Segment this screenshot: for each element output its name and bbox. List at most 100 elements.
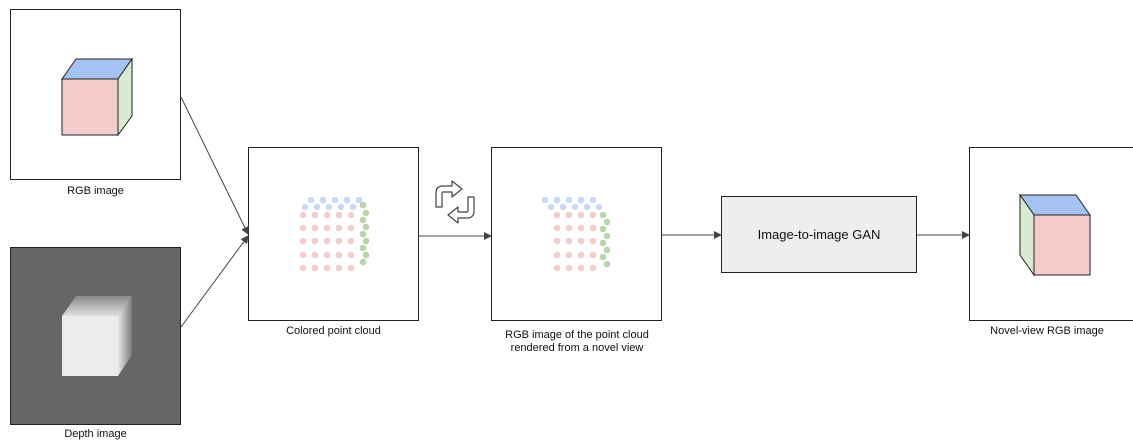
point-green xyxy=(603,218,611,226)
point-red xyxy=(299,264,307,272)
point-red xyxy=(323,251,331,259)
depth-cube-front xyxy=(62,316,118,376)
point-blue xyxy=(595,203,603,211)
point-blue xyxy=(583,203,591,211)
point-cloud xyxy=(299,196,370,272)
rendered-point-cloud xyxy=(541,196,611,272)
point-green xyxy=(599,253,607,261)
point-blue xyxy=(589,196,597,204)
point-red xyxy=(347,251,355,259)
novel-cube-front xyxy=(1033,214,1091,276)
point-blue xyxy=(553,196,561,204)
point-green xyxy=(599,225,607,233)
point-red xyxy=(553,251,561,259)
point-green xyxy=(603,260,611,268)
point-blue xyxy=(571,203,579,211)
point-green xyxy=(362,237,370,245)
point-red xyxy=(565,264,573,272)
point-green xyxy=(359,244,367,252)
rgb-cube xyxy=(61,57,133,137)
rgb-image-caption: RGB image xyxy=(67,185,124,197)
point-red xyxy=(335,251,343,259)
point-blue xyxy=(343,196,351,204)
point-blue xyxy=(577,196,585,204)
point-green xyxy=(359,201,367,209)
arrow-rgb-to-cloud xyxy=(180,96,249,235)
point-red xyxy=(589,237,597,245)
point-cloud-panel xyxy=(248,147,419,321)
point-red xyxy=(589,224,597,232)
point-blue xyxy=(547,203,555,211)
point-blue xyxy=(559,203,567,211)
point-red xyxy=(347,264,355,272)
point-blue xyxy=(565,196,573,204)
point-red xyxy=(299,251,307,259)
point-blue xyxy=(325,203,333,211)
point-red xyxy=(311,264,319,272)
arrows xyxy=(180,96,970,328)
point-red xyxy=(553,264,561,272)
novel-view-caption: Novel-view RGB image xyxy=(990,325,1104,337)
point-red xyxy=(323,224,331,232)
point-red xyxy=(299,211,307,219)
rendered-view-panel xyxy=(491,147,662,321)
point-red xyxy=(323,237,331,245)
point-red xyxy=(299,224,307,232)
point-red xyxy=(589,264,597,272)
arrow-depth-to-cloud xyxy=(180,235,249,328)
point-red xyxy=(577,237,585,245)
refresh-icon xyxy=(435,180,475,224)
point-blue xyxy=(355,196,363,204)
point-red xyxy=(565,237,573,245)
point-red xyxy=(323,211,331,219)
point-red xyxy=(565,224,573,232)
point-blue xyxy=(331,196,339,204)
point-red xyxy=(335,211,343,219)
depth-cube xyxy=(62,296,132,376)
point-red xyxy=(311,224,319,232)
rendered-view-caption: RGB image of the point cloud rendered fr… xyxy=(505,329,649,354)
point-red xyxy=(577,251,585,259)
point-red xyxy=(335,224,343,232)
novel-view-cube xyxy=(1019,193,1091,277)
point-blue xyxy=(541,196,549,204)
point-red xyxy=(553,237,561,245)
point-red xyxy=(347,224,355,232)
point-cloud-caption: Colored point cloud xyxy=(286,325,381,337)
point-red xyxy=(311,237,319,245)
point-red xyxy=(347,237,355,245)
point-green xyxy=(362,251,370,259)
point-green xyxy=(362,209,370,217)
point-red xyxy=(311,211,319,219)
point-red xyxy=(589,211,597,219)
point-green xyxy=(603,246,611,254)
point-red xyxy=(347,211,355,219)
point-green xyxy=(603,232,611,240)
point-red xyxy=(565,211,573,219)
point-blue xyxy=(307,196,315,204)
point-red xyxy=(565,251,573,259)
point-blue xyxy=(349,203,357,211)
depth-cube-side xyxy=(118,296,132,376)
point-red xyxy=(323,264,331,272)
point-blue xyxy=(301,203,309,211)
point-blue xyxy=(319,196,327,204)
depth-image-caption: Depth image xyxy=(64,428,127,440)
depth-cube-top xyxy=(62,296,132,316)
point-red xyxy=(335,264,343,272)
gan-label: Image-to-image GAN xyxy=(757,227,881,242)
point-blue xyxy=(313,203,321,211)
point-red xyxy=(589,251,597,259)
point-green xyxy=(359,216,367,224)
point-green xyxy=(359,230,367,238)
point-red xyxy=(577,224,585,232)
point-green xyxy=(359,258,367,266)
point-red xyxy=(553,224,561,232)
point-green xyxy=(599,239,607,247)
gan-box: Image-to-image GAN xyxy=(721,196,917,273)
point-red xyxy=(335,237,343,245)
rgb-cube-front xyxy=(61,78,119,136)
point-red xyxy=(577,211,585,219)
point-red xyxy=(553,211,561,219)
